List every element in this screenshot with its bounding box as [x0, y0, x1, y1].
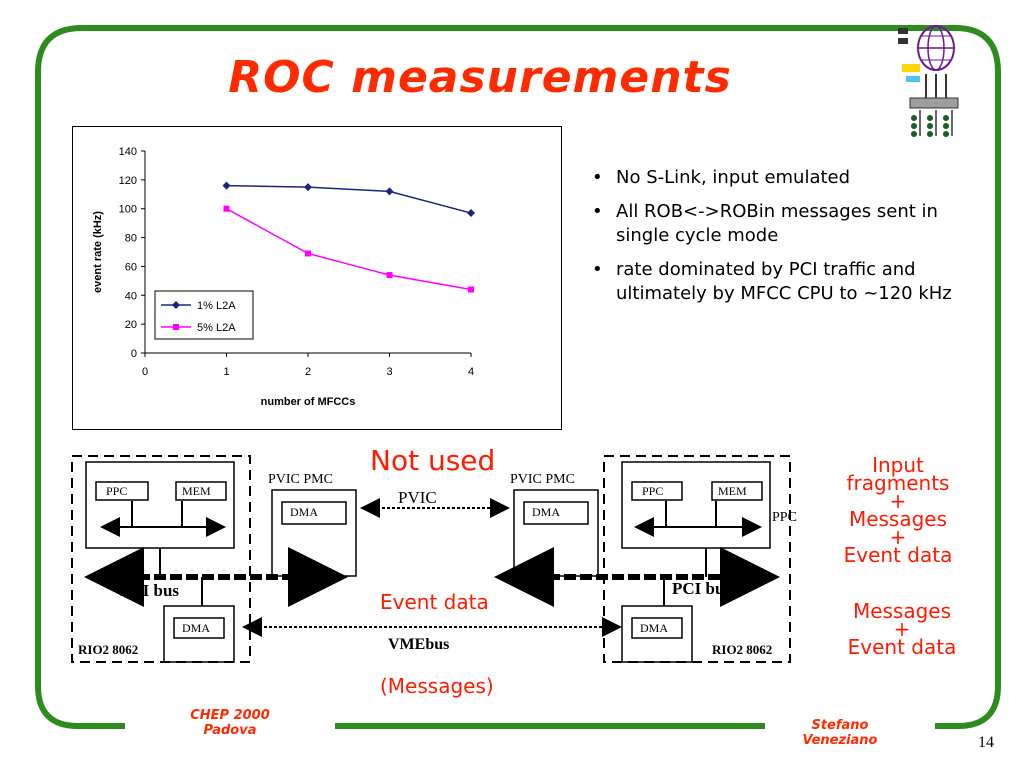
legend-label: 1% L2A — [197, 300, 236, 312]
y-tick-label: 120 — [119, 175, 137, 187]
data-point — [304, 183, 312, 192]
pci-bus-right-label: PCI bus — [672, 579, 732, 598]
series-line — [226, 184, 472, 214]
dma-label: DMA — [532, 505, 561, 519]
data-point — [305, 250, 311, 257]
legend-box — [154, 290, 254, 340]
bullet-item: rate dominated by PCI traffic and ultima… — [590, 258, 970, 306]
y-tick-label: 80 — [125, 233, 137, 245]
legend-marker — [172, 301, 180, 309]
y-tick-label: 100 — [119, 204, 137, 216]
y-tick-label: 0 — [131, 348, 137, 360]
dma-label: DMA — [640, 621, 669, 635]
event-data-label: Event data — [380, 590, 489, 614]
mem-label: MEM — [182, 484, 211, 498]
bullet-item: No S-Link, input emulated — [590, 166, 970, 190]
page-number: 14 — [978, 734, 994, 751]
footer-author: Stefano Veneziano — [802, 718, 878, 748]
messages-event-data-note: Messages + Event data — [847, 599, 957, 659]
data-point — [222, 181, 231, 190]
data-point — [385, 187, 394, 196]
slide-title: ROC measurements — [228, 52, 732, 103]
mem-label: MEM — [718, 484, 747, 498]
x-tick-label: 1 — [223, 366, 229, 378]
chart-container: 0 20 40 60 80 100 120 140 0 1 2 3 4 number of MFCCs ev… — [72, 126, 562, 430]
rio-left-label: RIO2 8062 — [78, 642, 139, 657]
atlas-logo — [898, 25, 959, 137]
bullet-item: All ROB<->ROBin messages sent in single … — [590, 200, 970, 248]
x-tick-label: 3 — [386, 366, 392, 378]
dma-label: DMA — [182, 621, 211, 635]
x-tick-label: 0 — [142, 366, 148, 378]
dma-label: DMA — [290, 505, 319, 519]
input-fragments-note: Input fragments + Messages + Event data — [843, 453, 953, 567]
bullet-list: No S-Link, input emulated All ROB<->ROBi… — [590, 166, 970, 316]
footer-conference: CHEP 2000 Padova — [190, 708, 270, 738]
legend-label: 5% L2A — [197, 322, 236, 334]
vmebus-label: VMEbus — [388, 636, 450, 653]
y-tick-label: 140 — [119, 146, 137, 158]
ppc-side-label: PPC — [772, 510, 797, 525]
y-tick-label: 20 — [125, 319, 137, 331]
pvic-label: PVIC — [398, 488, 437, 507]
y-tick-label: 60 — [125, 261, 137, 273]
y-axis-label: event rate (kHz) — [92, 211, 104, 293]
legend-marker — [173, 324, 179, 330]
data-point — [467, 209, 475, 218]
y-tick-label: 40 — [125, 290, 137, 302]
rio-right-label: RIO2 8062 — [712, 642, 773, 657]
pci-bus-left-label: PCI bus — [120, 581, 180, 600]
messages-paren-label: (Messages) — [380, 674, 494, 698]
pvic-pmc-left-label: PVIC PMC — [268, 472, 333, 487]
event-rate-chart: 0 20 40 60 80 100 120 140 0 1 2 3 4 number of MFCCs ev… — [92, 146, 475, 408]
ppc-label: PPC — [106, 484, 128, 498]
data-point — [223, 205, 230, 212]
series-line — [226, 208, 472, 291]
x-tick-label: 2 — [305, 366, 311, 378]
data-point — [386, 272, 393, 279]
pvic-pmc-right-label: PVIC PMC — [510, 472, 575, 487]
x-tick-label: 4 — [468, 366, 474, 378]
data-point — [468, 286, 474, 293]
ppc-label: PPC — [642, 484, 664, 498]
not-used-label: Not used — [370, 444, 496, 477]
x-axis-label: number of MFCCs — [261, 396, 356, 408]
